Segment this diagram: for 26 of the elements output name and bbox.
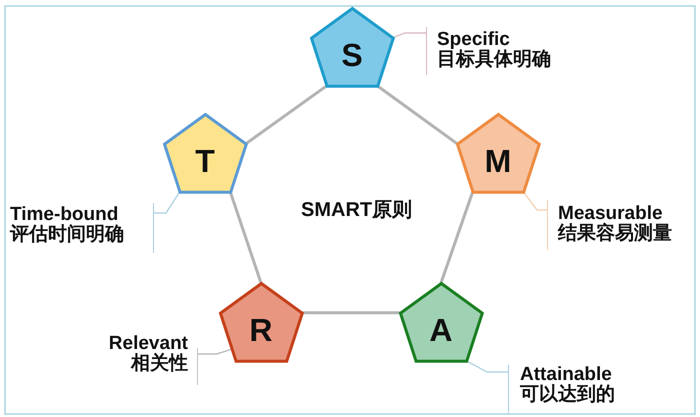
connector-line xyxy=(245,84,328,145)
term-label: Measurable xyxy=(558,204,663,224)
connector-line xyxy=(228,191,262,284)
leader-line xyxy=(522,191,547,211)
term-description: 评估时间明确 xyxy=(10,225,124,245)
letter-pentagon: S xyxy=(308,6,396,88)
connector-line xyxy=(376,84,458,145)
leader-line xyxy=(392,32,426,38)
connector-line xyxy=(440,191,474,284)
leader-line xyxy=(466,360,508,373)
connector-line xyxy=(302,311,400,314)
leader-line xyxy=(154,191,180,214)
term-description: 结果容易测量 xyxy=(558,224,672,244)
term-description: 相关性 xyxy=(131,354,188,374)
term-label: Time-bound xyxy=(10,205,118,225)
letter-pentagon: A xyxy=(398,280,484,364)
term-description: 可以达到的 xyxy=(520,385,615,405)
letter-pentagon: T xyxy=(162,112,248,194)
letter-pentagon: R xyxy=(218,280,304,364)
center-label: SMART原则 xyxy=(301,199,412,221)
term-description: 目标具体明确 xyxy=(437,50,551,70)
term-label: Specific xyxy=(437,30,510,50)
letter-pentagon: M xyxy=(454,112,542,194)
leader-line xyxy=(198,348,232,355)
term-label: Attainable xyxy=(520,365,612,385)
term-label: Relevant xyxy=(108,334,188,354)
